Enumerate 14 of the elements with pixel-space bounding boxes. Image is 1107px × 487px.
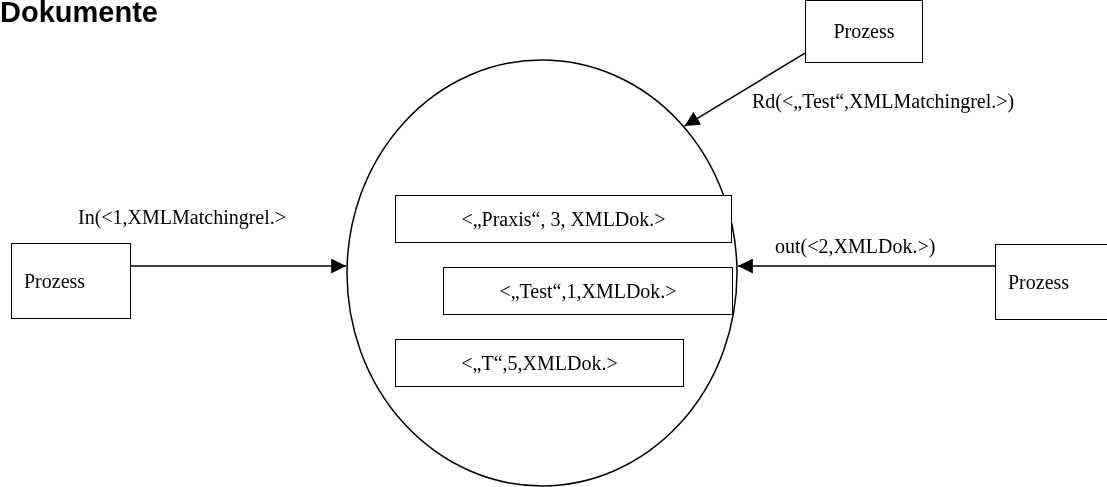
edge-label: In(<1,XMLMatchingrel.> [77, 206, 288, 228]
tuple-box: <„Test“,1,XMLDok.> [443, 267, 733, 315]
arrow [683, 52, 806, 127]
edge-label: Rd(<„Test“,XMLMatchingrel.>) [751, 90, 1016, 112]
title: Dokumente [0, 0, 158, 29]
edge-label: out(<2,XMLDok.>) [774, 235, 937, 257]
tuple-box: <„T“,5,XMLDok.> [395, 339, 684, 387]
tuple-box: <„Praxis“, 3, XMLDok.> [395, 195, 732, 243]
arrow [130, 258, 347, 274]
circle-outline [346, 59, 738, 487]
process-box: Prozess [995, 244, 1107, 320]
process-box: Prozess [805, 0, 923, 63]
process-box: Prozess [11, 243, 131, 319]
arrow [737, 258, 996, 274]
